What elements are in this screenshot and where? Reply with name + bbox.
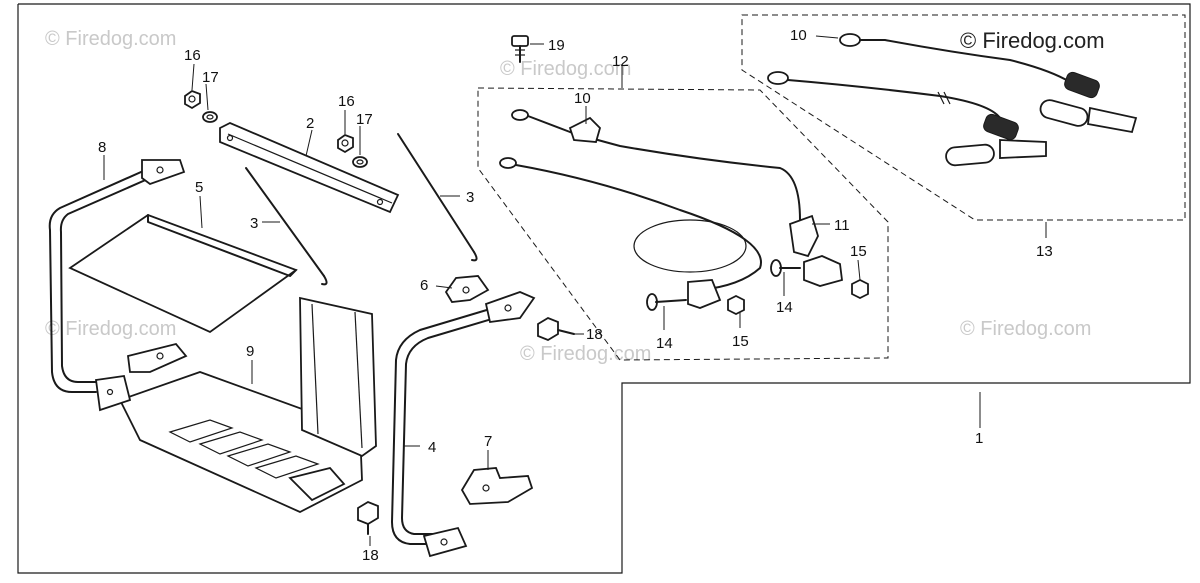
nut-16-middle [337, 133, 354, 154]
nut-15-right [851, 278, 869, 300]
callout-15-right: 15 [850, 243, 867, 260]
watermark: © Firedog.com [500, 58, 631, 80]
watermark: © Firedog.com [45, 28, 176, 50]
bracket-4-right [391, 291, 536, 558]
callout-17-left: 17 [202, 69, 219, 86]
battery-mat-5 [68, 213, 298, 334]
callout-2: 2 [306, 115, 314, 132]
battery-holder-plate-2 [219, 122, 400, 214]
callout-14-right: 14 [776, 299, 793, 316]
leader-lines [103, 35, 1047, 546]
battery-tray-9 [94, 296, 377, 513]
watermark-group: © Firedog.com © Firedog.com © Firedog.co… [45, 28, 1091, 365]
washer-17-left [202, 111, 218, 123]
callout-17-middle: 17 [356, 111, 373, 128]
callout-16-middle: 16 [338, 93, 355, 110]
cable-set-group-box [477, 87, 889, 361]
bolt-19 [511, 35, 529, 63]
booster-cable-13 [767, 33, 1138, 167]
callout-7: 7 [484, 433, 492, 450]
nut-15-middle [727, 294, 745, 316]
callout-4: 4 [428, 439, 436, 456]
callout-8: 8 [98, 139, 106, 156]
bolt-18-bottom [357, 500, 379, 535]
callout-6: 6 [420, 277, 428, 294]
screw-14-right [770, 259, 801, 277]
bracket-8-left [48, 159, 188, 393]
clamp-6 [444, 275, 490, 303]
hook-rod-3-left [245, 167, 328, 286]
watermark: © Firedog.com [45, 318, 176, 340]
cable-set-12 [499, 109, 843, 309]
callout-10-booster: 10 [790, 27, 807, 44]
callouts: 1 2 3 3 4 5 6 7 8 9 10 10 11 12 13 14 14… [98, 27, 1053, 564]
callout-13: 13 [1036, 243, 1053, 260]
callout-9: 9 [246, 343, 254, 360]
booster-cable-group-box [741, 14, 1186, 221]
callout-18-right: 18 [586, 326, 603, 343]
callout-14-left: 14 [656, 335, 673, 352]
nut-16-left [184, 89, 201, 110]
callout-1: 1 [975, 430, 983, 447]
assembly-boundary [17, 3, 1191, 574]
callout-5: 5 [195, 179, 203, 196]
callout-16-left: 16 [184, 47, 201, 64]
callout-11: 11 [834, 217, 850, 234]
bolt-18-right [537, 316, 575, 342]
screw-14-left [646, 293, 687, 311]
callout-10-cable-set: 10 [574, 90, 591, 107]
callout-19: 19 [548, 37, 565, 54]
washer-17-middle [352, 156, 368, 168]
watermark: © Firedog.com [960, 318, 1091, 340]
hook-rod-3-right [397, 133, 478, 262]
watermark: © Firedog.com [520, 343, 651, 365]
callout-3-right: 3 [466, 189, 474, 206]
watermark-prominent: © Firedog.com [960, 28, 1105, 53]
callout-3-left: 3 [250, 215, 258, 232]
callout-18-bottom: 18 [362, 547, 379, 564]
clamp-7 [460, 467, 534, 505]
callout-15-middle: 15 [732, 333, 749, 350]
callout-12: 12 [612, 53, 629, 70]
